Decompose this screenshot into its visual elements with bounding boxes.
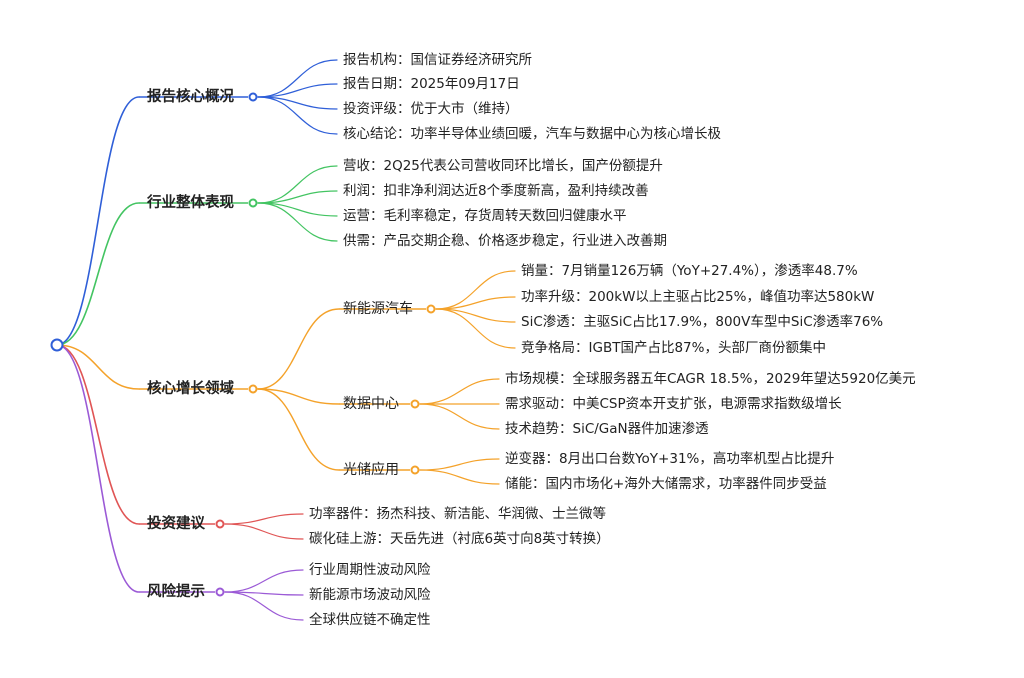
leaf-b2-0-0[interactable]: 销量：7月销量126万辆（YoY+27.4%），渗透率48.7% xyxy=(521,263,858,279)
connector-line xyxy=(257,96,338,135)
branch-title-b1[interactable]: 行业整体表现 xyxy=(147,195,234,211)
leaf-b1-2[interactable]: 运营：毛利率稳定，存货周转天数回归健康水平 xyxy=(343,208,627,224)
branch-title-b2[interactable]: 核心增长领域 xyxy=(147,381,234,397)
connector-line xyxy=(419,469,500,485)
leaf-b2-1-1[interactable]: 需求驱动：中美CSP资本开支扩张，电源需求指数级增长 xyxy=(505,396,842,412)
leaf-b0-0[interactable]: 报告机构：国信证券经济研究所 xyxy=(343,52,532,68)
sub-title-b2-0[interactable]: 新能源汽车 xyxy=(343,301,413,317)
leaf-b3-1[interactable]: 碳化硅上游：天岳先进（衬底6英寸向8英寸转换） xyxy=(309,531,610,547)
connector-line xyxy=(257,308,340,390)
sub-node-b2-1[interactable] xyxy=(410,399,420,409)
connector-line xyxy=(257,59,338,98)
leaf-b2-2-0[interactable]: 逆变器：8月出口台数YoY+31%，高功率机型占比提升 xyxy=(505,451,835,467)
branch-node-b1[interactable] xyxy=(248,198,258,208)
connector-line xyxy=(435,270,516,310)
leaf-b1-0[interactable]: 营收：2Q25代表公司营收同环比增长，国产份额提升 xyxy=(343,158,663,174)
connector-line xyxy=(224,513,304,525)
leaf-b1-3[interactable]: 供需：产品交期企稳、价格逐步稳定，行业进入改善期 xyxy=(343,233,667,249)
connector-line xyxy=(419,403,500,430)
leaf-b2-0-3[interactable]: 竞争格局：IGBT国产占比87%，头部厂商份额集中 xyxy=(521,340,826,356)
connector-line xyxy=(56,344,140,390)
connector-line xyxy=(257,83,338,98)
branch-title-b4[interactable]: 风险提示 xyxy=(147,584,205,600)
connector-line xyxy=(56,344,140,593)
connector-line xyxy=(257,96,338,110)
leaf-b4-2[interactable]: 全球供应链不确定性 xyxy=(309,612,431,628)
leaf-b0-3[interactable]: 核心结论：功率半导体业绩回暖，汽车与数据中心为核心增长极 xyxy=(343,126,721,142)
connector-line xyxy=(419,378,500,405)
root-node[interactable] xyxy=(50,338,64,352)
leaf-b0-1[interactable]: 报告日期：2025年09月17日 xyxy=(343,76,520,92)
connector-line xyxy=(435,308,516,323)
connector-line xyxy=(257,165,338,204)
sub-title-b2-2[interactable]: 光储应用 xyxy=(343,462,399,478)
branch-node-b4[interactable] xyxy=(215,587,225,597)
connector-line xyxy=(257,388,340,405)
branch-title-b3[interactable]: 投资建议 xyxy=(147,516,205,532)
connector-line xyxy=(56,202,140,346)
connector-line xyxy=(419,458,500,471)
leaf-b2-0-1[interactable]: 功率升级：200kW以上主驱占比25%，峰值功率达580kW xyxy=(521,289,875,305)
branch-title-b0[interactable]: 报告核心概况 xyxy=(147,89,234,105)
leaf-b0-2[interactable]: 投资评级：优于大市（维持） xyxy=(343,101,519,117)
leaf-b2-1-0[interactable]: 市场规模：全球服务器五年CAGR 18.5%，2029年望达5920亿美元 xyxy=(505,371,916,387)
sub-title-b2-1[interactable]: 数据中心 xyxy=(343,396,399,412)
connector-line xyxy=(224,523,304,540)
connector-line xyxy=(435,296,516,310)
leaf-b3-0[interactable]: 功率器件：扬杰科技、新洁能、华润微、士兰微等 xyxy=(309,506,606,522)
branch-node-b0[interactable] xyxy=(248,92,258,102)
sub-node-b2-0[interactable] xyxy=(426,304,436,314)
connector-line xyxy=(257,202,338,242)
leaf-b2-0-2[interactable]: SiC渗透：主驱SiC占比17.9%，800V车型中SiC渗透率76% xyxy=(521,314,884,330)
connector-line xyxy=(224,591,304,621)
connector-line xyxy=(56,344,140,525)
connector-line xyxy=(257,202,338,217)
leaf-b4-0[interactable]: 行业周期性波动风险 xyxy=(309,562,431,578)
connector-line xyxy=(257,388,340,471)
connector-line xyxy=(56,96,140,346)
branch-node-b3[interactable] xyxy=(215,519,225,529)
leaf-b2-2-1[interactable]: 储能：国内市场化+海外大储需求，功率器件同步受益 xyxy=(505,476,827,492)
connector-line xyxy=(224,569,304,593)
leaf-b1-1[interactable]: 利润：扣非净利润达近8个季度新高，盈利持续改善 xyxy=(343,183,649,199)
branch-node-b2[interactable] xyxy=(248,384,258,394)
sub-node-b2-2[interactable] xyxy=(410,465,420,475)
connector-line xyxy=(435,308,516,349)
leaf-b4-1[interactable]: 新能源市场波动风险 xyxy=(309,587,431,603)
leaf-b2-1-2[interactable]: 技术趋势：SiC/GaN器件加速渗透 xyxy=(505,421,709,437)
connector-line xyxy=(257,190,338,204)
